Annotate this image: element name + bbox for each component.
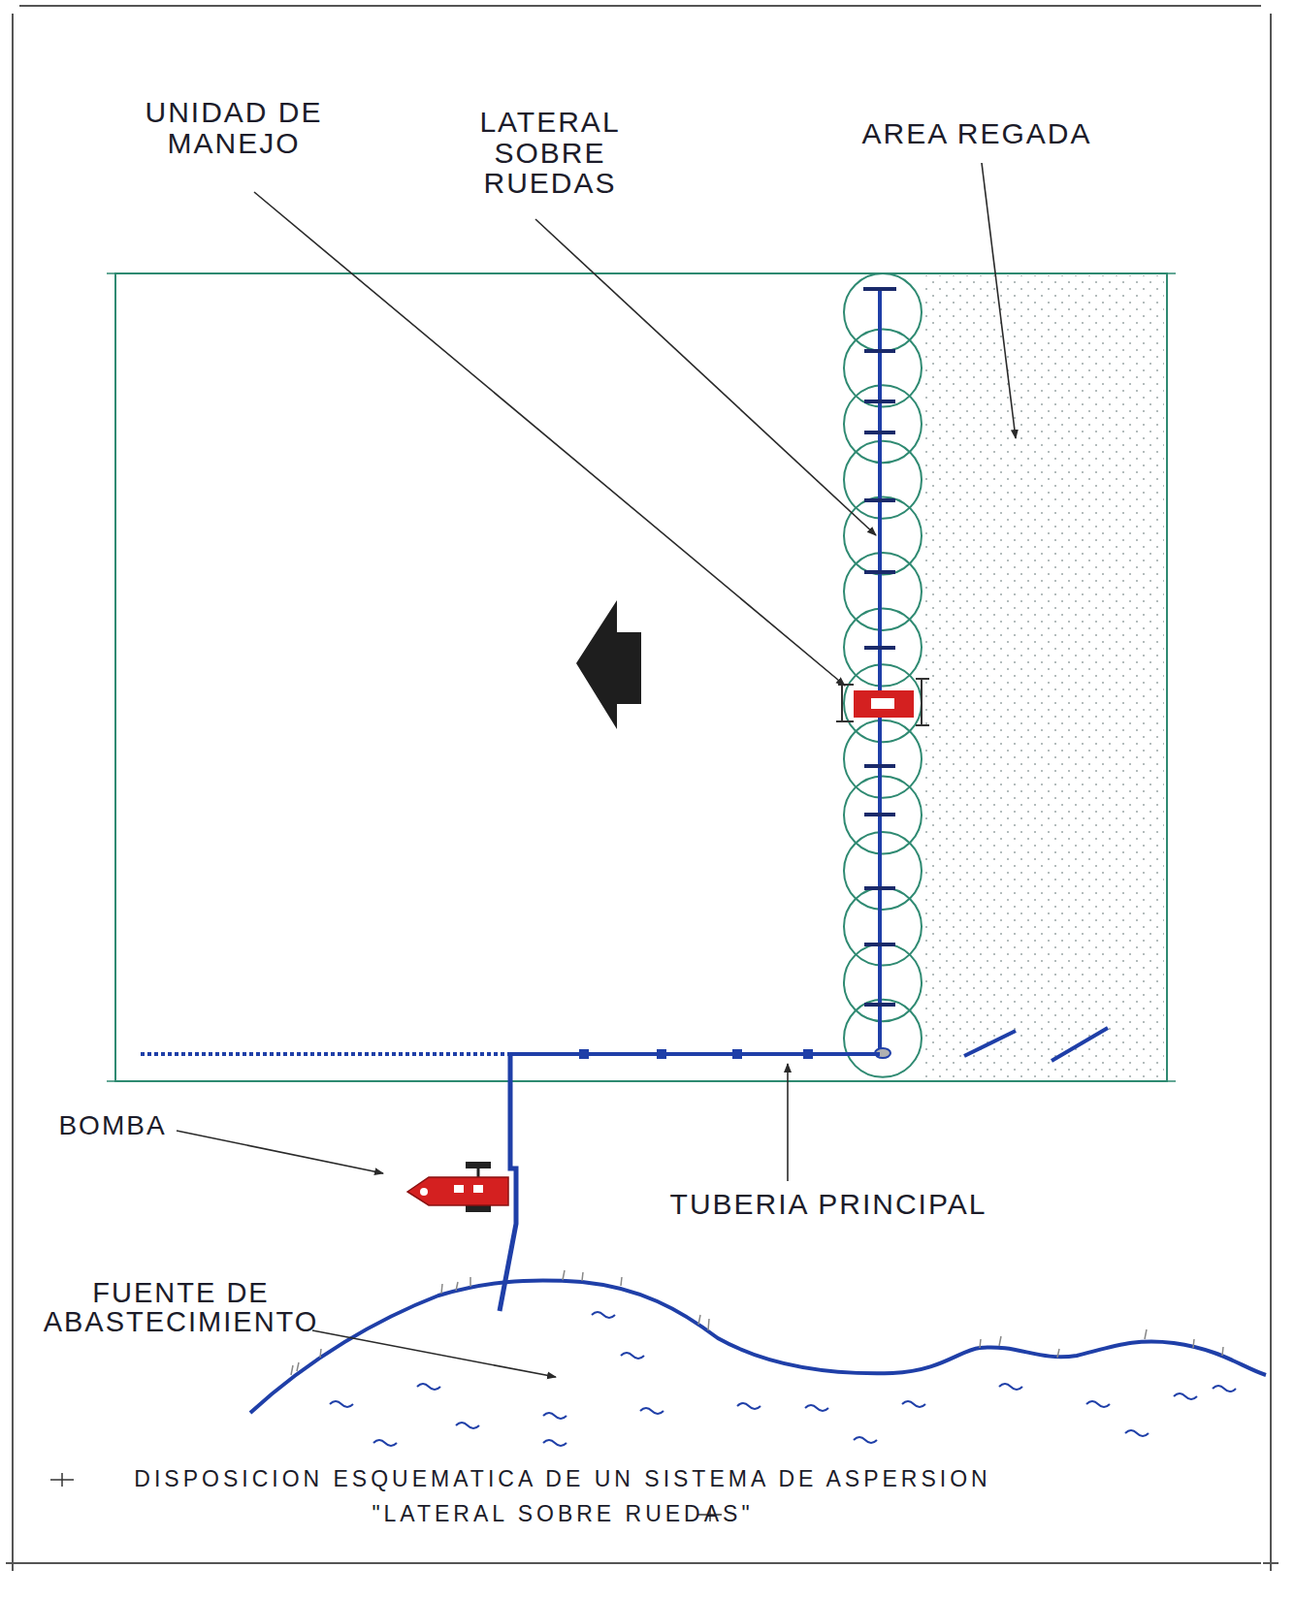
field-tick <box>106 1080 1176 1083</box>
wheel-mark <box>864 646 896 650</box>
label-main-pipe: TUBERIA PRINCIPAL <box>615 1189 1042 1221</box>
wheel-mark <box>864 886 896 891</box>
wheel-mark <box>863 287 897 292</box>
label-lateral: LATERAL SOBRE RUEDAS <box>457 106 643 199</box>
wheel-mark <box>864 430 896 435</box>
irrigated-area <box>923 275 1165 1080</box>
wheel-mark <box>864 942 896 947</box>
wheel-mark <box>864 498 896 503</box>
label-pump: BOMBA <box>34 1111 191 1140</box>
wheel-mark <box>864 812 896 817</box>
main-pipe <box>140 1049 880 1312</box>
field-outline <box>115 273 1167 1082</box>
wheel-mark <box>864 349 896 354</box>
water-source <box>250 1270 1266 1447</box>
drive-unit <box>836 679 930 726</box>
wheel-mark <box>864 764 896 769</box>
pump <box>407 1162 509 1213</box>
wheel-mark <box>864 570 896 575</box>
wheel-mark <box>864 399 896 404</box>
sprinkler-circle <box>843 1000 922 1078</box>
frame <box>5 5 1279 1572</box>
label-irrigated-area: AREA REGADA <box>816 118 1137 150</box>
field-tick <box>106 272 1176 275</box>
wheel-lateral <box>843 273 922 1078</box>
wheel-mark <box>864 1003 896 1007</box>
caption: DISPOSICION ESQUEMATICA DE UN SISTEMA DE… <box>77 1462 1048 1532</box>
label-drive-unit: UNIDAD DE MANEJO <box>122 97 346 159</box>
direction-arrow <box>576 600 642 730</box>
label-water-source: FUENTE DE ABASTECIMIENTO <box>13 1278 349 1338</box>
slash-marks <box>964 1028 1108 1062</box>
